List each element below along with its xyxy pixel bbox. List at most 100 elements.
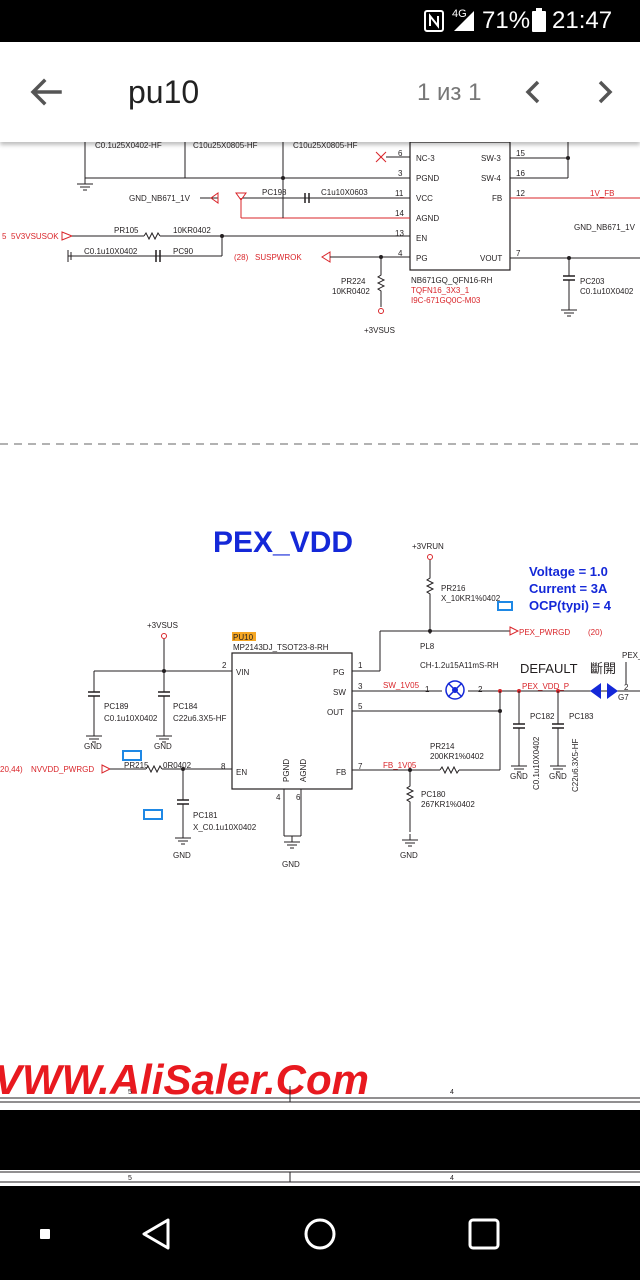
pin-name: EN [416, 234, 427, 243]
pin-number: 7 [516, 249, 521, 258]
cap-label: C10u25X0805-HF [293, 142, 358, 150]
component-ref: PC181 [193, 811, 218, 820]
spec-ocp: OCP(typi) = 4 [529, 598, 612, 613]
net-number: 5 [2, 232, 7, 241]
pin-name: AGND [416, 214, 439, 223]
nav-back-button[interactable] [128, 1206, 184, 1262]
net-label: 1V_FB [590, 189, 614, 198]
frame-label: 4 [450, 1089, 454, 1096]
component-ref: PC182 [530, 712, 555, 721]
status-bar: 4G 71% 21:47 [0, 0, 640, 42]
nav-home-button[interactable] [292, 1206, 348, 1262]
next-match-button[interactable] [580, 68, 628, 116]
net-label: FB_1V05 [383, 761, 417, 770]
component-value: 10KR0402 [173, 226, 211, 235]
pin-name: FB [492, 194, 502, 203]
component-value: 10KR0402 [332, 287, 370, 296]
frame-label: 5 [128, 1089, 132, 1096]
net-number: (20) [588, 628, 603, 637]
schematic-canvas: C0.1u25X0402-HF C10u25X0805-HF C10u25X08… [0, 142, 640, 1103]
pin-name: NC-3 [416, 154, 435, 163]
net-label: GND_NB671_1V [574, 223, 636, 232]
pin-name: SW-3 [481, 154, 501, 163]
pin-number: 12 [516, 189, 525, 198]
component-ref: PC198 [262, 188, 287, 197]
pin-name: AGND [299, 759, 308, 782]
section-title: PEX_VDD [213, 526, 353, 559]
dark-band [0, 1110, 640, 1170]
gnd-label: GND [84, 742, 102, 751]
rail-label: +3VSUS [147, 621, 178, 630]
schematic-view[interactable]: C0.1u25X0402-HF C10u25X0805-HF C10u25X08… [0, 142, 640, 1180]
pin-number: 3 [398, 169, 403, 178]
pin-number: 5 [358, 702, 363, 711]
pin-number: 2 [624, 683, 629, 692]
frame-label: 5 [128, 1175, 132, 1182]
pin-number: 3 [358, 682, 363, 691]
pin-name: SW [333, 688, 346, 697]
battery-icon [532, 8, 546, 32]
previous-match-button[interactable] [510, 68, 558, 116]
chevron-left-icon [525, 80, 540, 104]
component-value: 200KR1%0402 [430, 752, 484, 761]
frame-strip: 5 4 [0, 1170, 640, 1186]
watermark: VWW.AliSaler.Com [0, 1056, 369, 1103]
network-type: 4G [452, 8, 467, 20]
nfc-icon [424, 10, 444, 32]
highlight-marker [122, 750, 142, 761]
net-label: PEX_VDD_P [522, 682, 569, 691]
component-ref: PR214 [430, 742, 455, 751]
gnd-label: GND [173, 851, 191, 860]
back-button[interactable] [22, 68, 70, 116]
inductor-symbol [445, 680, 465, 700]
pin-number: 7 [358, 762, 363, 771]
pin-number: 6 [398, 149, 403, 158]
component-value: C0.1u10X0402 [84, 247, 138, 256]
pin-number: 1 [425, 685, 430, 694]
pin-name: PG [333, 668, 345, 677]
navigation-bar [0, 1186, 640, 1280]
component-ref: PC90 [173, 247, 194, 256]
component-value: CH-1.2u15A11mS-RH [420, 661, 499, 670]
pin-number: 4 [398, 249, 403, 258]
component-ref: PL8 [420, 642, 435, 651]
pin-name: PG [416, 254, 428, 263]
jumper-ref: G7 [618, 693, 629, 702]
search-query[interactable]: pu10 [128, 74, 200, 110]
chip-code: I9C-671GQ0C-M03 [411, 296, 481, 305]
pu10-chip [231, 652, 353, 790]
pin-name: SW-4 [481, 174, 501, 183]
highlight-marker [497, 601, 513, 611]
component-value: X_C0.1u10X0402 [193, 823, 257, 832]
component-ref: PU10 [233, 633, 254, 642]
net-label: PEX_V [622, 651, 640, 660]
pin-name: PGND [416, 174, 439, 183]
nav-back-icon [142, 1218, 170, 1250]
component-ref: PR105 [114, 226, 139, 235]
pin-name: FB [336, 768, 346, 777]
component-value: C0.1u10X0402 [104, 714, 158, 723]
pex-vdd-circuit: PEX_VDD +3VRUN PR216 X_10KR1%0402 Voltag… [0, 526, 640, 869]
cap-label: C10u25X0805-HF [193, 142, 258, 150]
component-ref: PC184 [173, 702, 198, 711]
chip-package: TQFN16_3X3_1 [411, 286, 470, 295]
rail-label: +3VSUS [364, 326, 395, 335]
component-ref: PC189 [104, 702, 129, 711]
gnd-label: GND [549, 772, 567, 781]
default-label: DEFAULT [520, 661, 578, 676]
cap-label: C0.1u25X0402-HF [95, 142, 162, 150]
pu10-highlight [232, 632, 256, 641]
frame-label: 4 [450, 1175, 454, 1182]
net-number: 20,44) [0, 765, 23, 774]
pin-number: 14 [395, 209, 404, 218]
pin-number: 2 [478, 685, 483, 694]
battery-percent: 71% [482, 7, 531, 34]
pin-number: 4 [276, 793, 281, 802]
nav-recents-button[interactable] [456, 1206, 512, 1262]
net-label: GND_NB671_1V [129, 194, 191, 203]
nav-square-button[interactable] [17, 1206, 73, 1262]
component-value: 267KR1%0402 [421, 800, 475, 809]
net-label: NVVDD_PWRGD [31, 765, 94, 774]
cjk-label: 斷開 [590, 661, 616, 676]
component-ref: PC203 [580, 277, 605, 286]
